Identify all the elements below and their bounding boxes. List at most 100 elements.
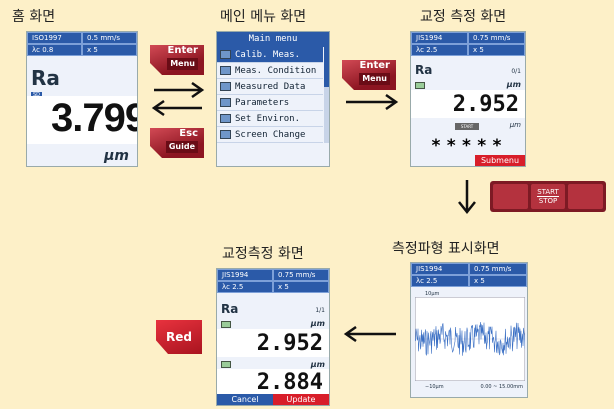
result-standard: JIS1994 xyxy=(217,269,273,281)
calib-unit: μm xyxy=(506,80,521,89)
enter-key-sub: Menu xyxy=(167,58,198,70)
start-stop-keypad: START STOP xyxy=(490,181,606,212)
menu-item-measured-data[interactable]: Measured Data xyxy=(217,79,323,95)
result-header-row2: λc 2.5 x 5 xyxy=(217,281,329,293)
menu-item-label: Parameters xyxy=(235,97,290,108)
result-value-2: 2.884 xyxy=(256,370,323,395)
home-param: Ra xyxy=(31,66,60,90)
calib-screen: JIS1994 0.75 mm/s λc 2.5 x 5 Ra 0/1 μm 2… xyxy=(410,31,526,167)
result-samples: x 5 xyxy=(273,281,329,293)
enter-key-2[interactable]: Enter Menu xyxy=(342,60,396,90)
left-key[interactable] xyxy=(493,184,528,209)
esc-key[interactable]: Esc Guide xyxy=(150,128,204,158)
wave-ytop: 10μm xyxy=(425,291,440,297)
calib-standard: JIS1994 xyxy=(411,32,468,44)
result-screen: JIS1994 0.75 mm/s λc 2.5 x 5 Ra 1/1 μm 2… xyxy=(216,268,330,406)
result-value-1: 2.952 xyxy=(256,331,323,356)
result-unit-2: μm xyxy=(310,360,325,369)
waveform-screen: JIS1994 0.75 mm/s λc 2.5 x 5 10μm −10μm … xyxy=(410,262,528,398)
stop-label: STOP xyxy=(538,197,558,205)
result-page: 1/1 xyxy=(315,307,325,314)
calib-start-label: START xyxy=(455,123,479,130)
calib-dots: ***** xyxy=(430,136,508,156)
result-param: Ra xyxy=(221,302,239,316)
menu-item-parameters[interactable]: Parameters xyxy=(217,95,323,111)
home-speed: 0.5 mm/s xyxy=(82,32,137,44)
caption-calib: 교정 측정 화면 xyxy=(420,9,507,25)
calib-samples: x 5 xyxy=(468,44,525,56)
menu-item-label: Calib. Meas. xyxy=(235,49,301,60)
wave-xrange: 0.00 ~ 15.00mm xyxy=(480,384,523,390)
caption-main-menu: 메인 메뉴 화면 xyxy=(220,9,307,25)
condition-icon xyxy=(220,66,231,75)
home-cutoff: λc 0.8 xyxy=(27,44,82,56)
caption-calib-result: 교정측정 화면 xyxy=(222,246,304,262)
menu-item-calib-meas[interactable]: Calib. Meas. xyxy=(217,47,323,63)
calib-page: 0/1 xyxy=(511,68,521,75)
home-header-row2: λc 0.8 x 5 xyxy=(27,44,137,56)
caption-waveform: 측정파형 표시화면 xyxy=(392,241,500,257)
start-label: START xyxy=(537,188,559,197)
calib-icon xyxy=(220,50,231,59)
menu-item-label: Set Environ. xyxy=(235,113,301,124)
home-standard: ISO1997 xyxy=(27,32,82,44)
parameters-icon xyxy=(220,98,231,107)
update-button[interactable]: Update xyxy=(273,394,329,405)
calib-cutoff: λc 2.5 xyxy=(411,44,468,56)
enter-key-label: Enter xyxy=(167,45,198,56)
enter-key-2-sub: Menu xyxy=(359,73,390,85)
calib-header-row1: JIS1994 0.75 mm/s xyxy=(411,32,525,44)
environment-icon xyxy=(220,114,231,123)
wave-header-row2: λc 2.5 x 5 xyxy=(411,275,527,287)
main-menu-screen: Main menu Calib. Meas. Meas. Condition M… xyxy=(216,31,330,167)
menu-item-set-environ[interactable]: Set Environ. xyxy=(217,111,323,127)
wave-ybottom: −10μm xyxy=(425,384,444,390)
arrow-down-icon xyxy=(458,180,476,215)
calib-status-icon xyxy=(415,82,425,89)
menu-item-screen-change[interactable]: Screen Change xyxy=(217,127,323,143)
enter-key[interactable]: Enter Menu xyxy=(150,45,204,75)
home-unit: μm xyxy=(104,148,129,164)
menu-item-meas-condition[interactable]: Meas. Condition xyxy=(217,63,323,79)
wave-speed: 0.75 mm/s xyxy=(469,263,527,275)
menu-scrollbar[interactable] xyxy=(324,47,329,143)
wave-header-row1: JIS1994 0.75 mm/s xyxy=(411,263,527,275)
red-key[interactable]: Red xyxy=(156,320,202,354)
esc-key-label: Esc xyxy=(179,128,198,139)
home-value: 3.799 xyxy=(51,96,138,140)
arrow-right-icon xyxy=(346,94,399,110)
result-unit: μm xyxy=(310,319,325,328)
menu-item-label: Measured Data xyxy=(235,81,306,92)
home-samples: x 5 xyxy=(82,44,137,56)
data-icon xyxy=(220,82,231,91)
menu-item-label: Screen Change xyxy=(235,129,306,140)
home-screen: ISO1997 0.5 mm/s λc 0.8 x 5 Ra SD 3.799 … xyxy=(26,31,138,167)
calib-value: 2.952 xyxy=(452,92,519,117)
main-menu-title: Main menu xyxy=(217,32,329,47)
calib-param: Ra xyxy=(415,63,433,77)
double-arrow-icon xyxy=(151,82,205,117)
wave-samples: x 5 xyxy=(469,275,527,287)
result-header-row1: JIS1994 0.75 mm/s xyxy=(217,269,329,281)
menu-item-label: Meas. Condition xyxy=(235,65,317,76)
result-cutoff: λc 2.5 xyxy=(217,281,273,293)
home-tag: SD xyxy=(31,92,43,98)
esc-key-sub: Guide xyxy=(165,141,198,153)
calib-unit-2: μm xyxy=(509,121,521,129)
cancel-button[interactable]: Cancel xyxy=(217,394,273,405)
calib-header-row2: λc 2.5 x 5 xyxy=(411,44,525,56)
enter-key-2-label: Enter xyxy=(359,60,390,71)
calib-speed: 0.75 mm/s xyxy=(468,32,525,44)
caption-home: 홈 화면 xyxy=(12,9,56,25)
result-status-icon-2 xyxy=(221,361,231,368)
home-header-row1: ISO1997 0.5 mm/s xyxy=(27,32,137,44)
result-speed: 0.75 mm/s xyxy=(273,269,329,281)
wave-cutoff: λc 2.5 xyxy=(411,275,469,287)
wave-standard: JIS1994 xyxy=(411,263,469,275)
arrow-left-icon xyxy=(343,326,396,342)
start-stop-key[interactable]: START STOP xyxy=(530,184,566,209)
submenu-button[interactable]: Submenu xyxy=(475,155,525,166)
screen-icon xyxy=(220,130,231,139)
right-key[interactable] xyxy=(568,184,604,209)
result-status-icon xyxy=(221,321,231,328)
